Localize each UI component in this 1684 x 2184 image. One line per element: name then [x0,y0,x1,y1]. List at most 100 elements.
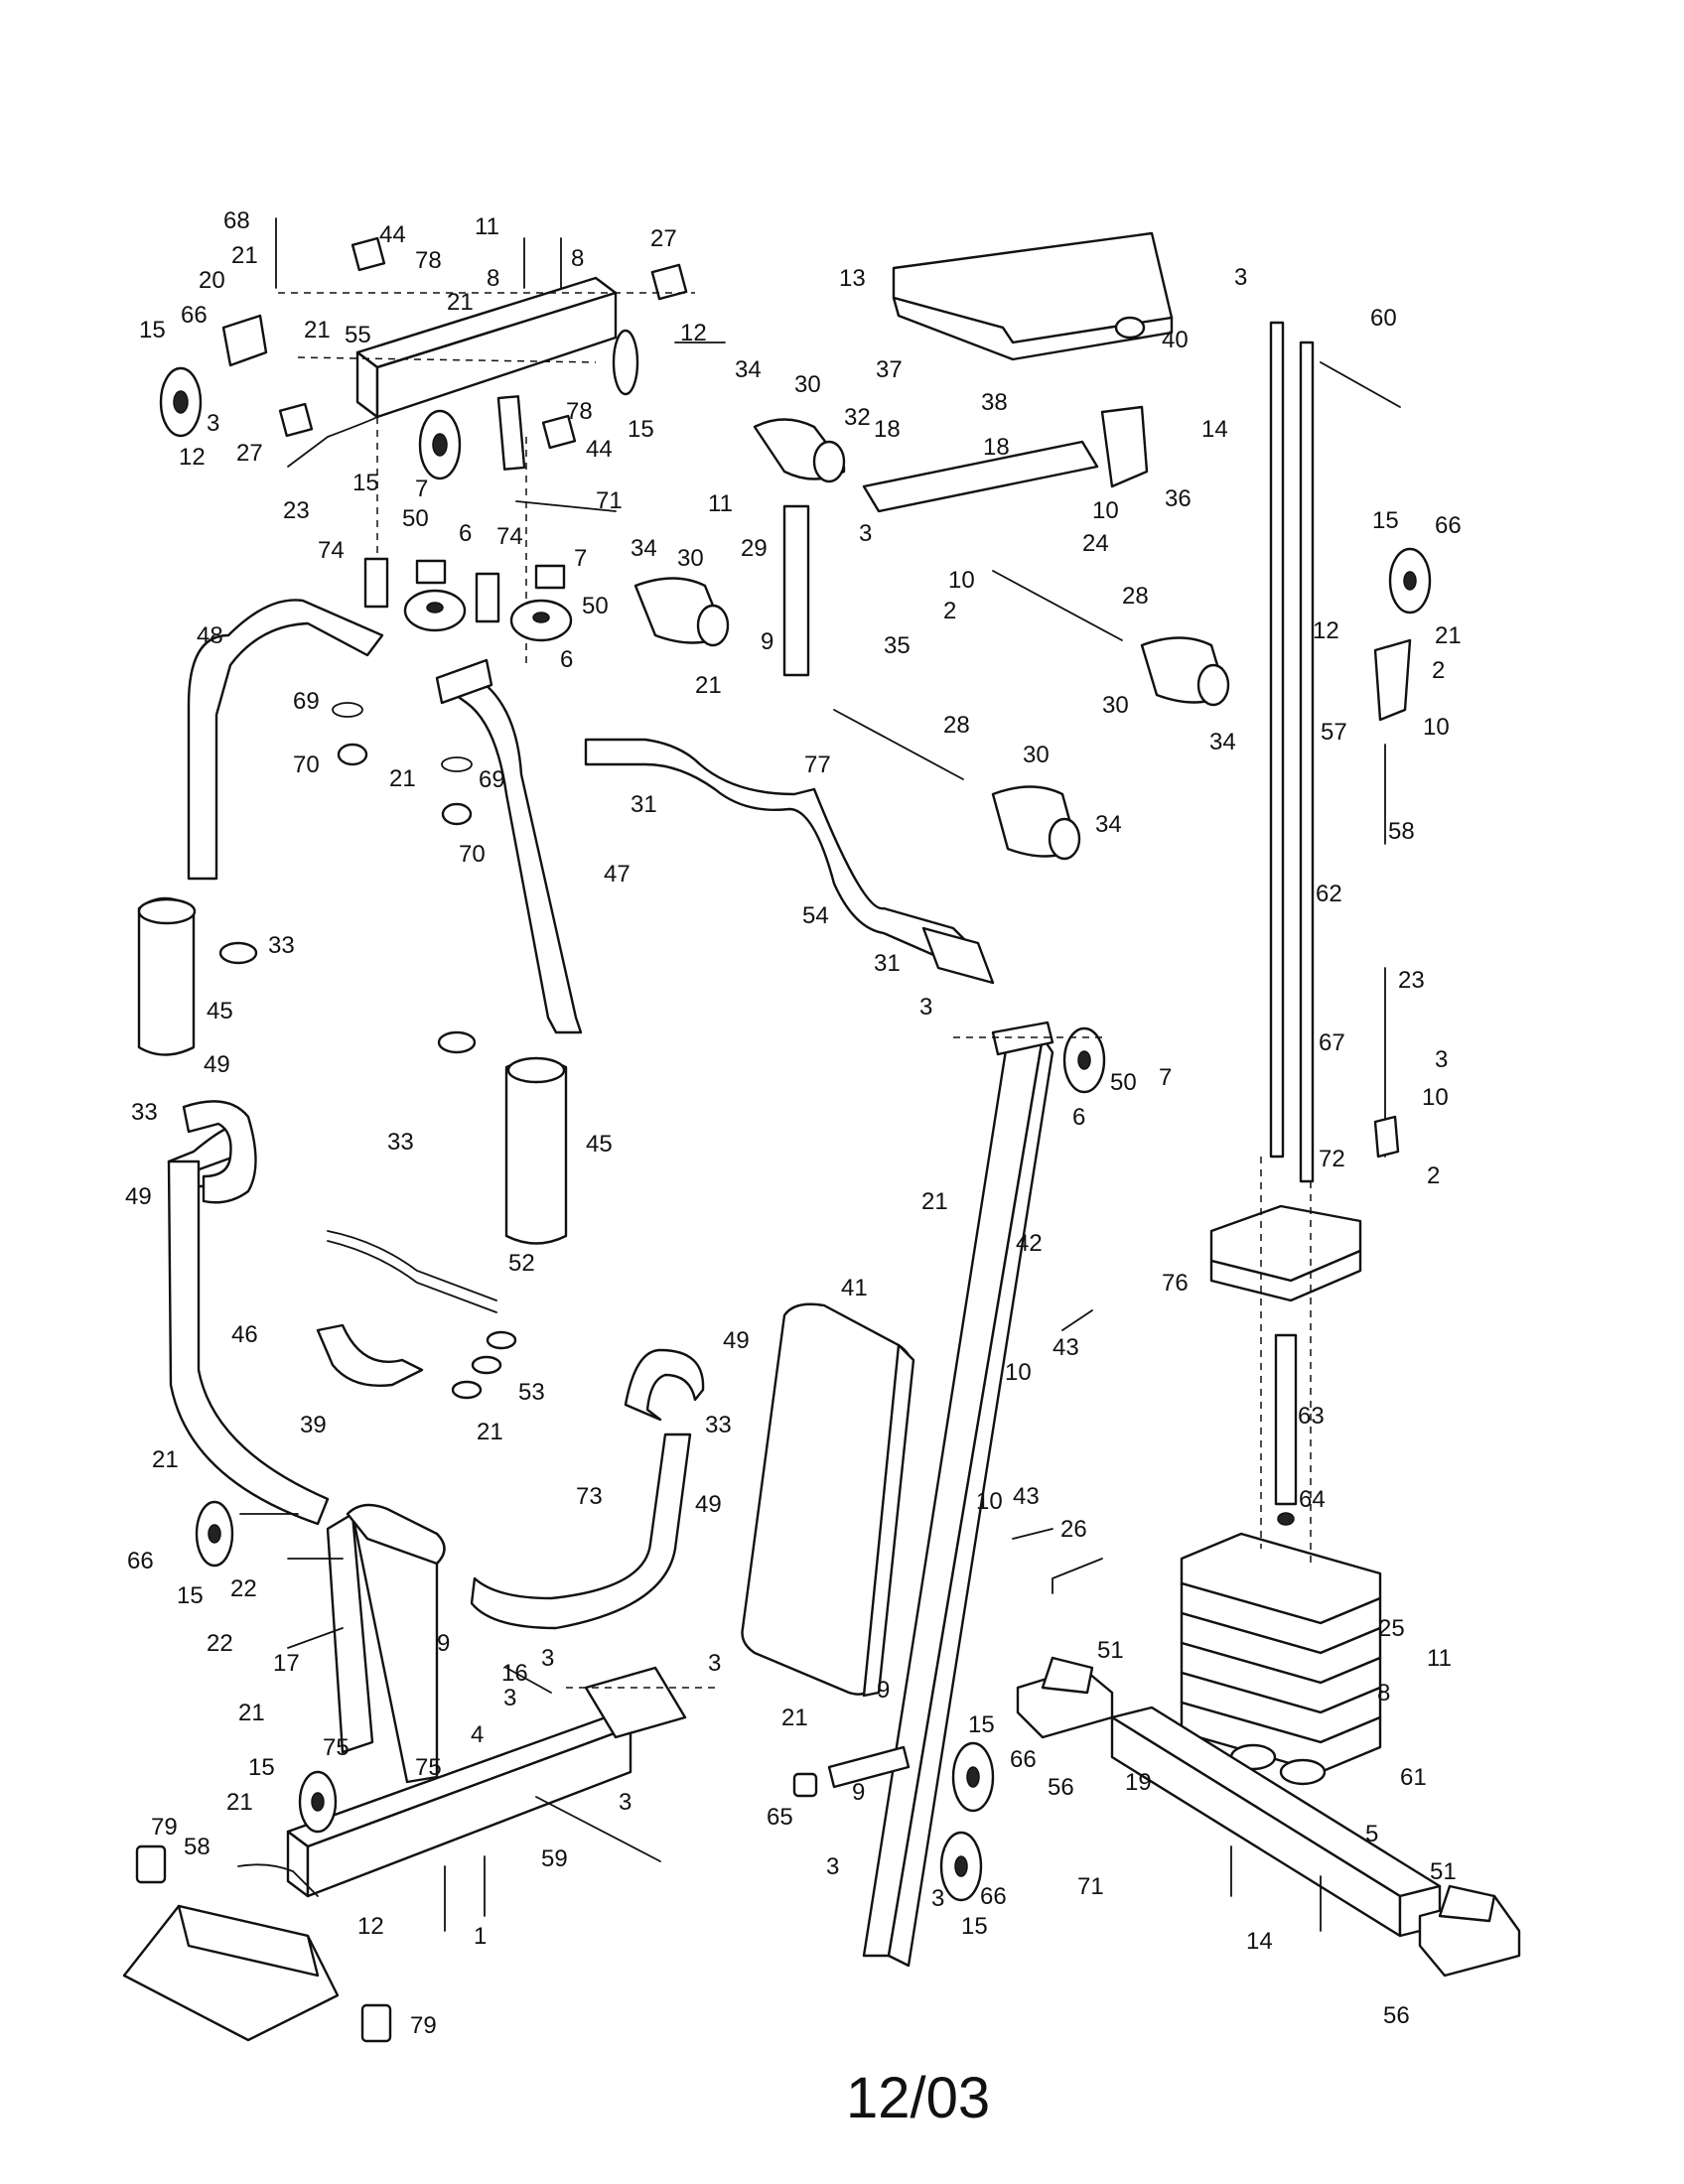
part-label: 12 [357,1913,384,1940]
part-label: 62 [1316,881,1342,907]
part-label: 2 [1427,1162,1440,1189]
part-label: 66 [1435,512,1462,539]
bracket-50-left [415,559,447,585]
pulley-hub [1077,1050,1091,1070]
arm-47 [440,673,583,1034]
part-label: 21 [695,672,722,699]
cable-23 [287,416,378,468]
part-label: 68 [223,207,250,234]
part-label: 3 [708,1650,721,1677]
part-label: 49 [723,1327,750,1354]
end-cap-79-right [360,2003,392,2043]
arm-73 [470,1433,692,1630]
part-label: 3 [1435,1046,1448,1073]
pulley-hub [954,1855,968,1877]
top-frame-side [375,291,618,419]
part-label: 25 [1378,1615,1405,1642]
part-label: 75 [323,1734,350,1761]
roller-end [696,604,730,647]
part-label: 7 [1159,1064,1172,1091]
part-label: 32 [844,404,871,431]
part-label: 2 [943,598,956,624]
pulley-hub [432,433,448,457]
part-label: 59 [541,1845,568,1872]
part-label: 70 [459,841,486,868]
part-label: 44 [586,436,613,463]
end-cap-44 [351,236,386,272]
part-label: 10 [1423,714,1450,741]
washer-69 [441,756,473,772]
part-label: 15 [961,1913,988,1940]
tube-28-lower [833,709,964,780]
part-label: 65 [767,1804,793,1831]
part-label: 34 [631,535,657,562]
part-label: 57 [1321,719,1347,746]
part-label: 15 [352,470,379,496]
part-label: 21 [152,1446,179,1473]
part-label: 29 [741,535,768,562]
front-base [122,1348,715,2043]
backrest-41-edge [862,1343,915,1698]
part-label: 58 [184,1834,210,1860]
part-label: 21 [389,765,416,792]
upright-bracket [991,1021,1054,1056]
foot-platform-top [177,1904,320,1978]
part-label: 66 [980,1883,1007,1910]
top-frame-assembly [159,217,726,665]
part-label: 33 [131,1099,158,1126]
part-label: 54 [802,902,829,929]
part-label: 66 [1010,1746,1037,1773]
part-label: 37 [876,356,903,383]
carriage-17-top [346,1503,446,1566]
part-label: 4 [471,1721,484,1748]
bushing-70 [441,802,473,826]
part-label: 30 [1023,742,1050,768]
part-label: 6 [560,646,573,673]
weight-stack [1180,321,1432,1786]
part-label: 71 [596,487,623,514]
part-label: 3 [931,1885,944,1912]
roller-end [506,1056,566,1084]
top-frame-leg [496,395,526,471]
part-labels: 68 21 20 66 15 3 12 27 44 78 21 11 8 8 2… [125,207,1462,2039]
press-arms [137,599,583,1245]
base-4-side [306,1725,632,1898]
foam-roller-45-right [504,1058,568,1245]
part-label: 21 [238,1700,265,1726]
cap-33 [437,1030,477,1054]
part-label: 39 [300,1412,327,1438]
roller-end [812,440,846,483]
part-label: 14 [1246,1928,1273,1955]
pulley-15-right [612,329,639,396]
part-label: 56 [1048,1774,1074,1801]
part-label: 67 [1319,1029,1345,1056]
part-label: 12 [680,320,707,346]
foot-51-pad [1438,1884,1496,1923]
guide-rod-62-right [1299,341,1315,1183]
part-label: 43 [1052,1334,1079,1361]
part-label: 15 [139,317,166,343]
part-label: 35 [884,632,911,659]
spacer-74-left [363,557,389,609]
part-label: 9 [852,1779,865,1806]
part-label: 75 [415,1754,442,1781]
bolt-16 [505,1667,552,1694]
part-label: 6 [459,520,472,547]
part-label: 69 [479,766,505,793]
clip-53 [471,1355,502,1375]
part-label: 21 [304,317,331,343]
part-label: 28 [943,712,970,739]
part-label: 10 [1422,1084,1449,1111]
base-4-plate [584,1666,687,1739]
cap-33 [218,941,258,965]
part-label: 8 [571,245,584,272]
clip-53 [486,1330,517,1350]
part-label: 38 [981,389,1008,416]
part-label: 24 [1082,530,1109,557]
end-cap-44-lower [541,414,577,450]
part-label: 58 [1388,818,1415,845]
pulley-hub [1403,571,1417,591]
part-label: 79 [410,2012,437,2039]
part-label: 3 [859,520,872,547]
part-label: 79 [151,1814,178,1841]
